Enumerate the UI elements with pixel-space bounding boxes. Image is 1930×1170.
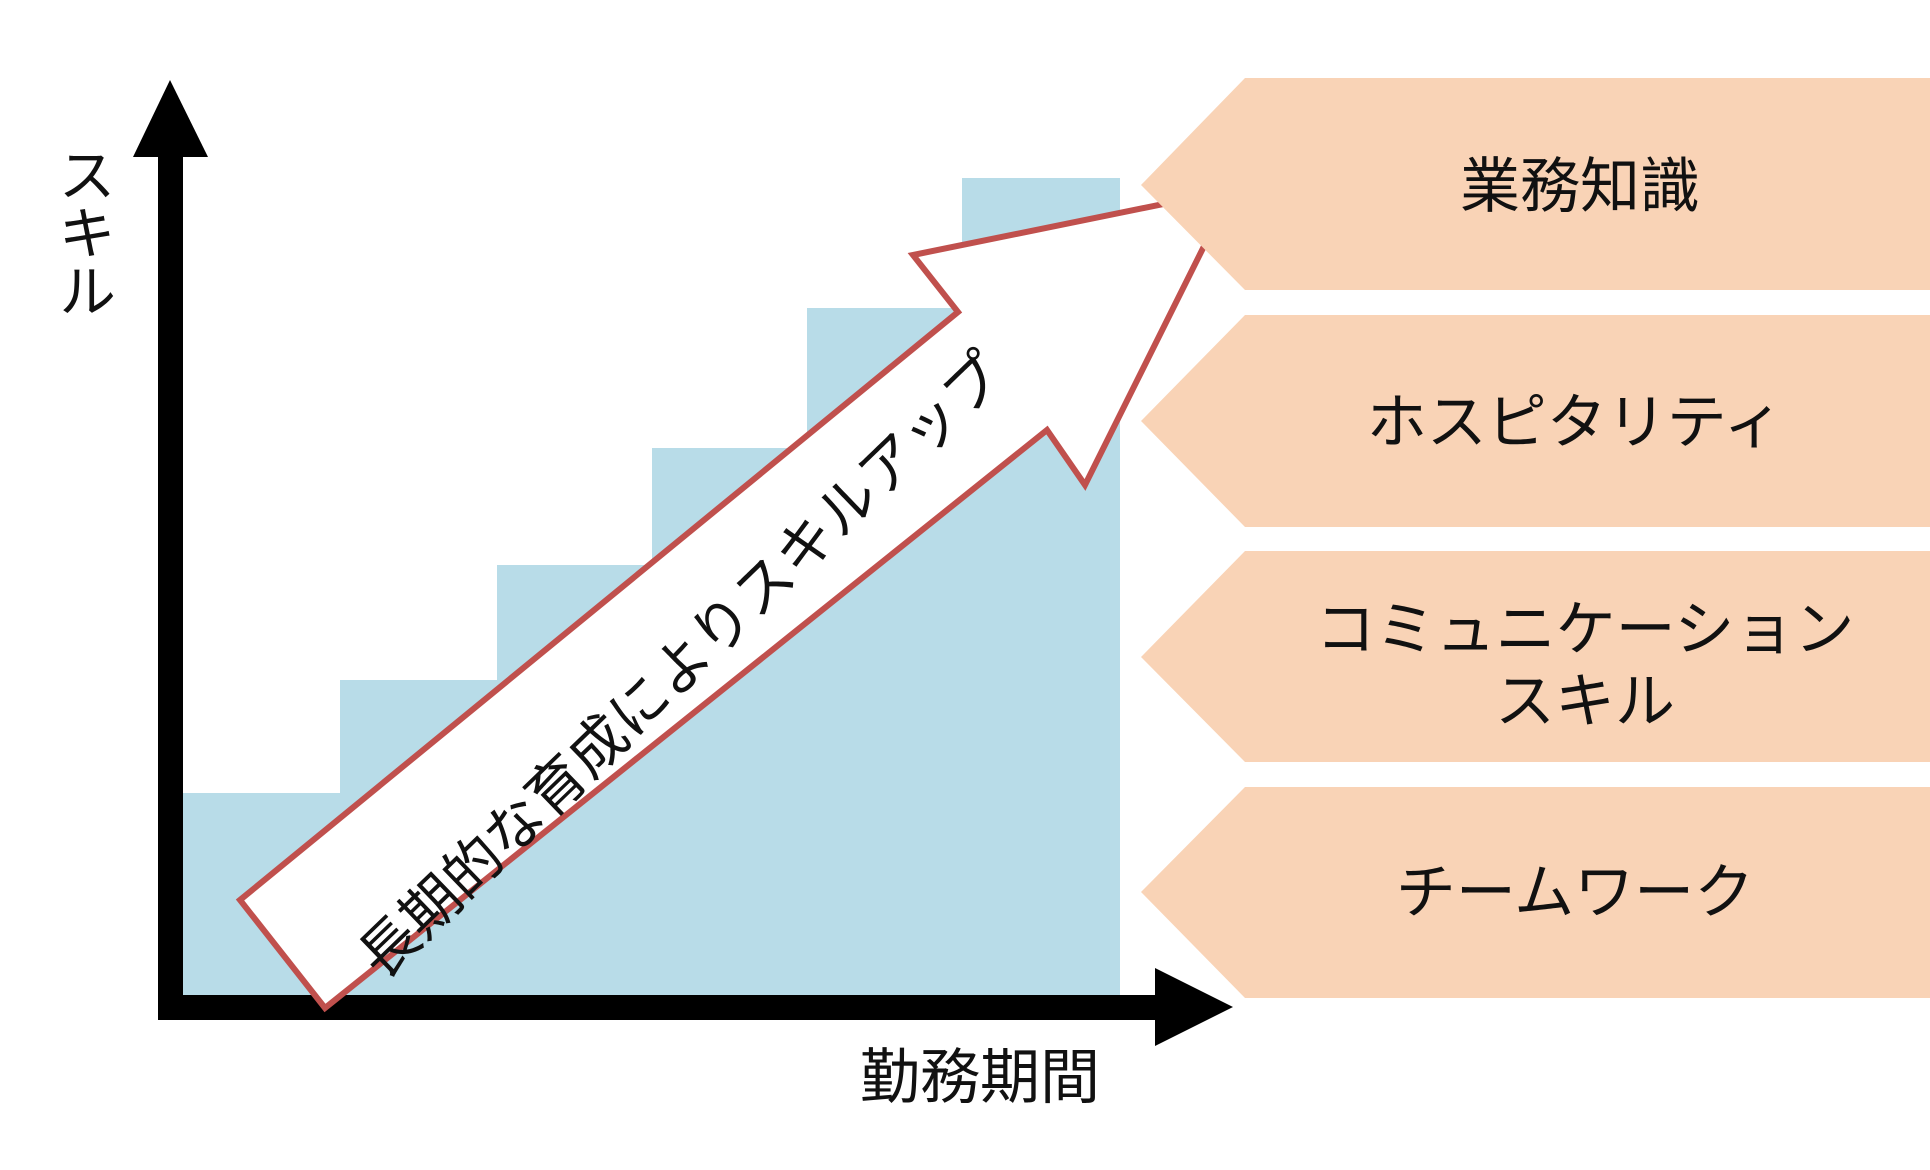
skill-banner-label-line-1: コミュニケーション <box>1316 595 1855 665</box>
skill-banner-1: 業務知識 <box>1141 78 1930 290</box>
skill-banner-label: チームワーク <box>1396 858 1754 928</box>
skill-banner-2: ホスピタリティ <box>1141 315 1930 527</box>
y-axis-arrowhead <box>133 80 208 157</box>
skill-banner-3: コミュニケーション スキル <box>1141 551 1930 762</box>
axes <box>133 80 1233 1046</box>
y-axis-label: スキル <box>48 145 116 319</box>
x-axis-arrowhead <box>1155 968 1233 1046</box>
skill-banner-shape <box>1141 551 1930 762</box>
skill-banner-shape <box>1141 787 1930 998</box>
skill-banner-4: チームワーク <box>1141 787 1930 998</box>
y-axis-line <box>158 150 183 1020</box>
skill-banner-label: 業務知識 <box>1460 152 1700 222</box>
skill-banners: 業務知識 ホスピタリティ コミュニケーション スキル チームワーク <box>1141 78 1930 998</box>
x-axis-label: 勤務期間 <box>860 1043 1100 1113</box>
skill-banner-shape <box>1141 315 1930 527</box>
growth-arrow <box>235 185 1238 1013</box>
skill-banner-label-line-2: スキル <box>1495 667 1675 737</box>
x-axis-line <box>158 995 1158 1020</box>
skill-banner-shape <box>1141 78 1930 290</box>
skill-banner-label: ホスピタリティ <box>1367 388 1783 458</box>
